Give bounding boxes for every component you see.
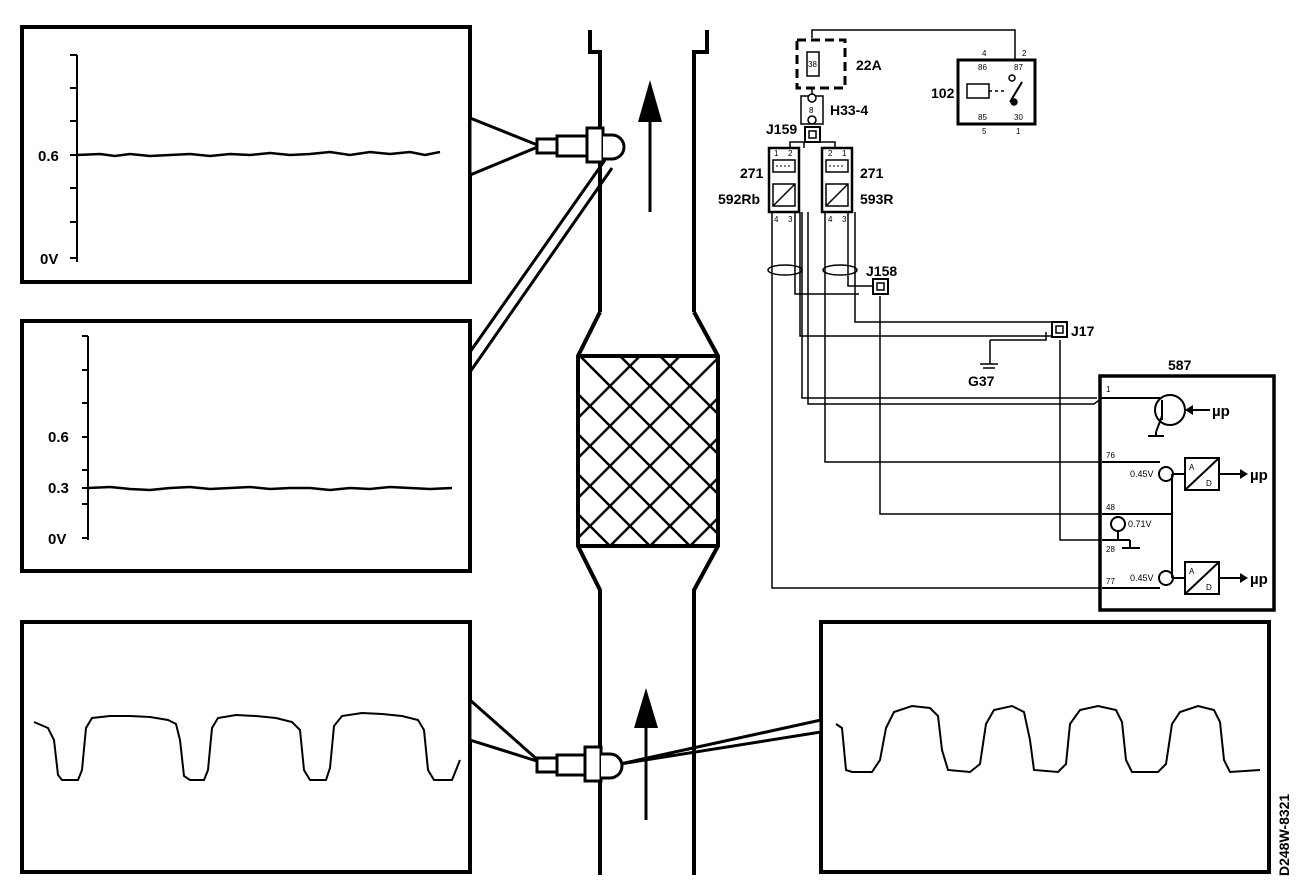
- ecu-ref-upper: 0.45V: [1130, 469, 1154, 479]
- ecu-pin-1: 1: [1106, 385, 1111, 394]
- relay-pin-30: 30: [1014, 113, 1023, 122]
- ecu-pin-77: 77: [1106, 577, 1115, 586]
- sensor-left-pin-4: 4: [774, 215, 779, 224]
- sensor-592rb: [767, 146, 801, 214]
- fuse-value-label: 22A: [856, 57, 882, 73]
- pointer-middle-a: [468, 159, 607, 353]
- fuse-box: [795, 38, 847, 90]
- junction-j159: [804, 126, 821, 143]
- scope-lower-right-frame: [819, 620, 1271, 874]
- sensor-left-pin-1: 1: [774, 149, 779, 158]
- relay-pin-4: 4: [982, 49, 987, 58]
- relay-pin-87: 87: [1014, 63, 1023, 72]
- adc-upper-a: A: [1189, 463, 1195, 472]
- connector-h33-label: H33-4: [830, 102, 868, 118]
- adc-lower: [1102, 561, 1248, 595]
- scope-middle-tick-0-6: 0.6: [48, 429, 69, 446]
- scope-lower-right-trace: [835, 704, 1261, 774]
- scope-upper-axis: [70, 54, 78, 262]
- junction-j17-label: J17: [1071, 323, 1095, 339]
- pointer-upper: [468, 115, 544, 178]
- junction-j17: [1051, 321, 1068, 338]
- ecu-pin-48: 48: [1106, 503, 1115, 512]
- ground-g37-label: G37: [968, 373, 995, 389]
- scope-middle-axis: [82, 335, 89, 540]
- sensor-right-id: 271: [860, 165, 884, 181]
- adc-lower-d: D: [1206, 583, 1212, 592]
- scope-lower-left-frame: [20, 620, 472, 874]
- flow-arrow-lower: [634, 688, 658, 820]
- relay-pin-1: 1: [1016, 127, 1021, 136]
- sensor-right-pin-2: 2: [828, 149, 833, 158]
- flow-arrow-upper: [638, 80, 662, 212]
- relay-102-label: 102: [931, 85, 955, 101]
- junction-j158: [872, 278, 889, 295]
- sensor-left-id: 271: [740, 165, 764, 181]
- connector-h33-pin: 8: [809, 106, 814, 115]
- mu-p-transistor: µp: [1212, 403, 1230, 420]
- relay-pin-86: 86: [978, 63, 987, 72]
- ecu-ref-lower: 0.45V: [1130, 573, 1154, 583]
- scope-middle-tick-0v: 0V: [48, 531, 66, 548]
- sensor-left-pin-3: 3: [788, 215, 793, 224]
- sensor-593r: [820, 146, 854, 214]
- scope-upper-trace: [76, 150, 441, 158]
- catalyst-mesh: [578, 356, 718, 546]
- scope-middle-frame: [20, 319, 472, 573]
- fuse-inner-label: 38: [808, 60, 817, 69]
- relay-pin-2: 2: [1022, 49, 1027, 58]
- figure-code: D248W-8321: [1276, 794, 1292, 876]
- mu-p-adc-upper: µp: [1250, 467, 1268, 484]
- supply-wire: [811, 29, 1016, 60]
- sensor-upper: [535, 126, 626, 164]
- ecu-transistor: [1102, 394, 1210, 437]
- adc-upper: [1102, 457, 1248, 491]
- sensor-left-pin-2: 2: [788, 149, 793, 158]
- ecu-587: [1098, 374, 1276, 612]
- sensor-right-pin-4: 4: [828, 215, 833, 224]
- ecu-reference-0-71v: [1102, 474, 1173, 578]
- sensor-lower: [535, 745, 624, 783]
- junction-j159-label: J159: [766, 121, 797, 137]
- pointer-lower-right: [619, 718, 823, 766]
- scope-lower-left-trace: [33, 711, 461, 781]
- mu-p-adc-lower: µp: [1250, 571, 1268, 588]
- ecu-ref-middle: 0.71V: [1128, 519, 1152, 529]
- pointer-lower-left: [468, 696, 541, 764]
- adc-upper-d: D: [1206, 479, 1212, 488]
- sensor-left-name: 592Rb: [718, 191, 760, 207]
- scope-middle-trace: [87, 485, 453, 492]
- ecu-pin-28: 28: [1106, 545, 1115, 554]
- sensor-right-pin-1: 1: [842, 149, 847, 158]
- scope-upper-tick-0-6: 0.6: [38, 148, 59, 165]
- scope-upper-tick-0v: 0V: [40, 251, 58, 268]
- adc-lower-a: A: [1189, 567, 1195, 576]
- exhaust-pipe: [576, 30, 720, 875]
- sensor-wiring: [767, 142, 1103, 589]
- relay-pin-85: 85: [978, 113, 987, 122]
- relay-102: [956, 58, 1037, 126]
- ecu-587-label: 587: [1168, 357, 1192, 373]
- relay-pin-5: 5: [982, 127, 987, 136]
- fuse-element: [806, 51, 820, 77]
- scope-middle-tick-0-3: 0.3: [48, 480, 69, 497]
- pointer-middle-b: [468, 167, 614, 373]
- junction-j158-label: J158: [866, 263, 897, 279]
- sensor-right-name: 593R: [860, 191, 893, 207]
- sensor-right-pin-3: 3: [842, 215, 847, 224]
- ecu-pin-76: 76: [1106, 451, 1115, 460]
